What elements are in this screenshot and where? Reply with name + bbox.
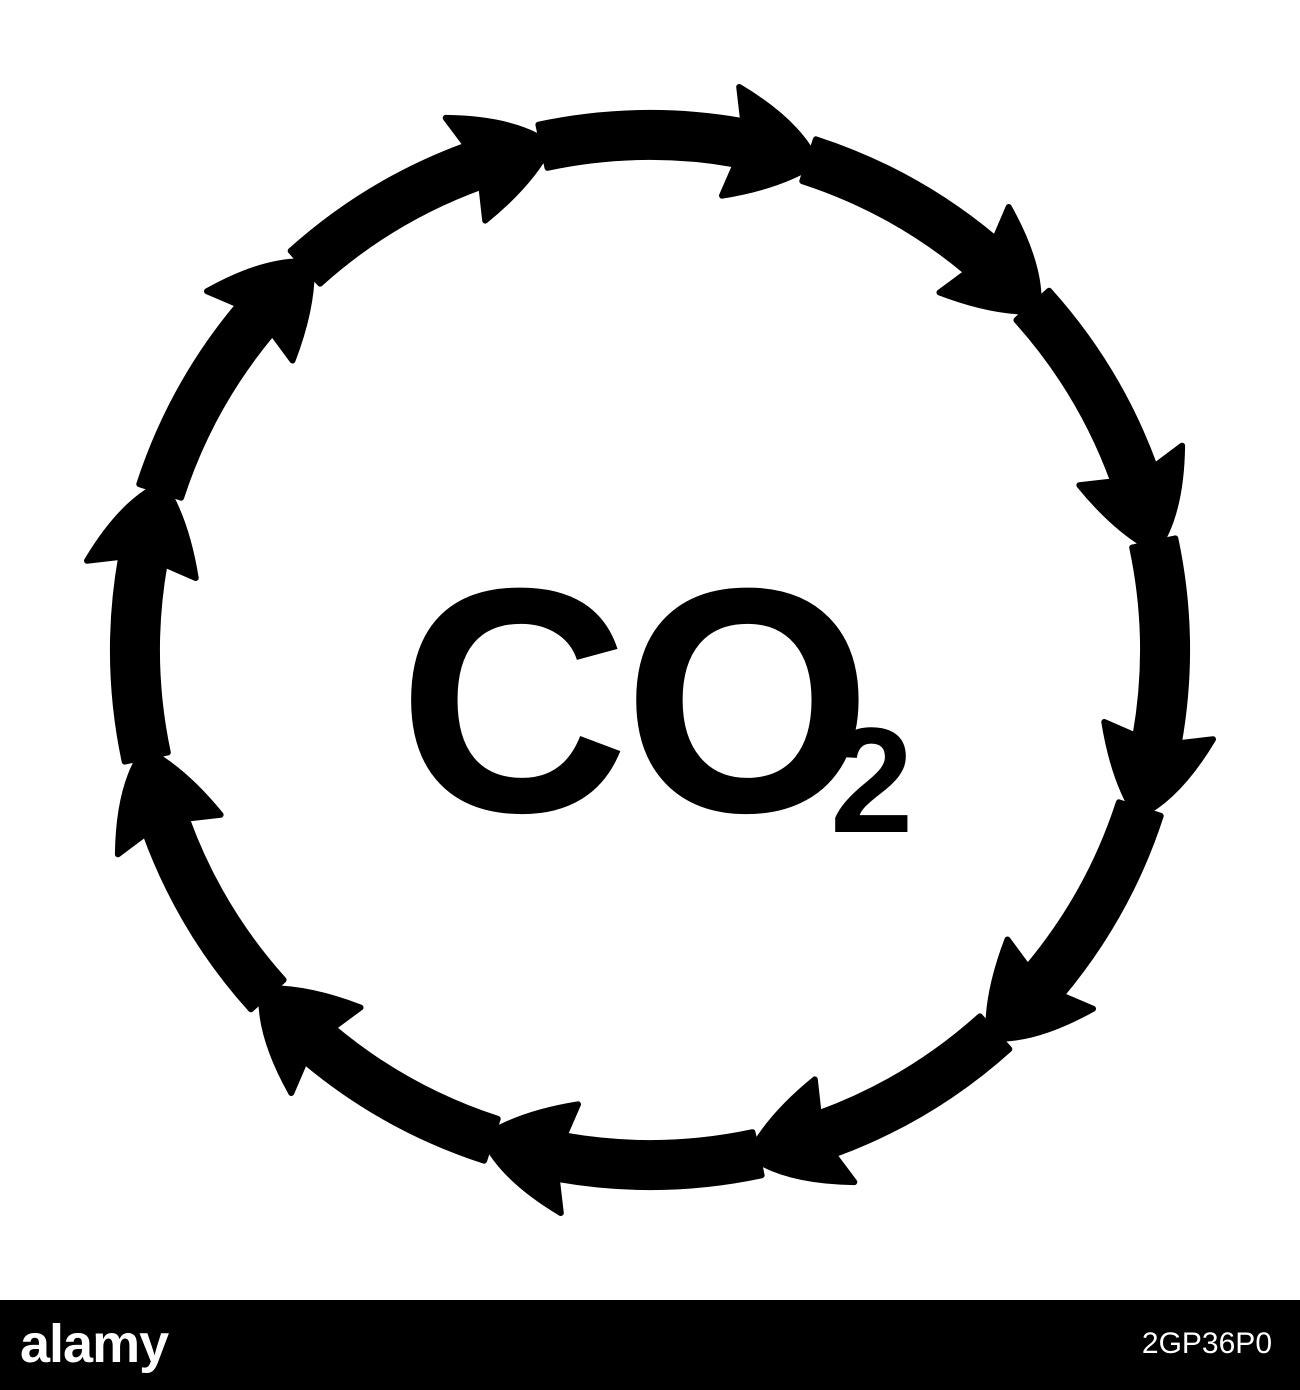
cycle-arrow-icon <box>1013 287 1186 554</box>
formula-subscript: 2 <box>830 696 914 864</box>
circular-arrows-ring <box>84 84 1216 1216</box>
cycle-arrow-icon <box>1101 535 1216 820</box>
cycle-arrow-icon <box>287 114 554 287</box>
cycle-arrow-icon <box>114 746 287 1013</box>
cycle-arrow-icon <box>985 799 1164 1042</box>
cycle-arrow-icon <box>258 985 501 1164</box>
brand-logo-text: alamy <box>20 1314 169 1374</box>
formula-main-text: CO <box>398 521 872 879</box>
cycle-arrow-icon <box>136 258 315 501</box>
watermark-footer-bar: alamy 2GP36P0 <box>0 1300 1300 1390</box>
cycle-arrow-icon <box>84 480 199 765</box>
cycle-arrow-icon <box>799 136 1042 315</box>
cycle-arrow-icon <box>535 84 820 199</box>
co2-formula: CO <box>398 540 872 860</box>
cycle-arrow-icon <box>746 1013 1013 1186</box>
image-id-label: 2GP36P0 <box>1141 1327 1272 1360</box>
cycle-arrow-icon <box>480 1101 765 1216</box>
